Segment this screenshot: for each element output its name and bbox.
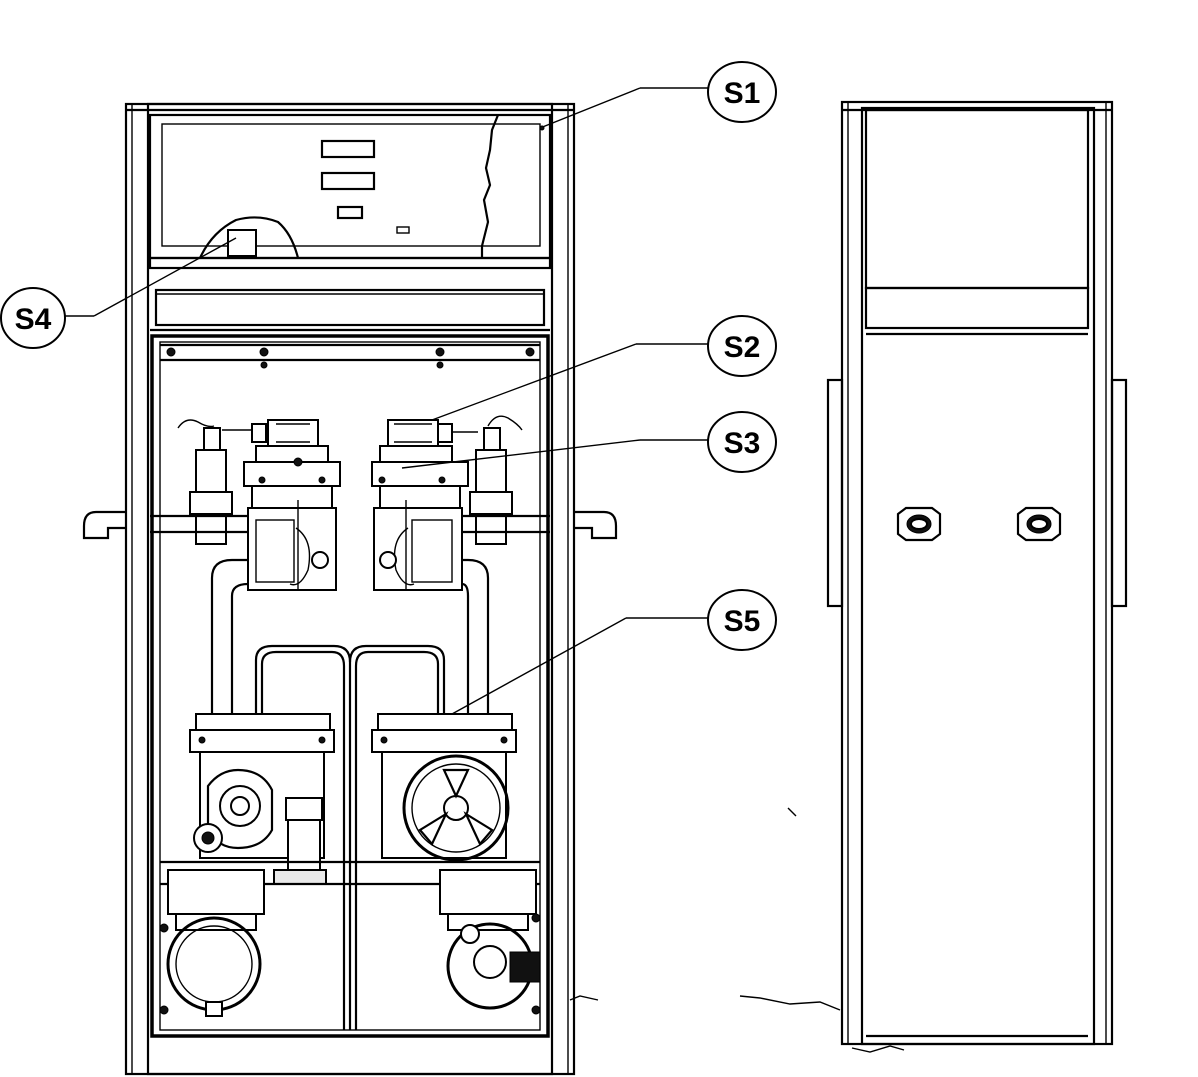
side-view: [826, 100, 1128, 1046]
callout-label-s3: S3: [724, 427, 761, 460]
right-meter-pump: [371, 713, 517, 862]
side-handle-cutout-left: [896, 506, 942, 542]
callout-label-s1: S1: [724, 77, 761, 110]
rail-bolts: [166, 347, 535, 369]
front-view: [82, 102, 618, 1076]
right-encoder: [371, 419, 478, 591]
callout-s2: S2: [431, 315, 777, 421]
callout-label-s2: S2: [724, 331, 761, 364]
right-motor: [439, 869, 541, 1015]
callout-s3: S3: [401, 411, 777, 473]
side-handle-cutout-right: [1016, 506, 1062, 542]
left-motor: [159, 869, 265, 1017]
right-solenoid-valve: [469, 415, 523, 545]
callout-s1: S1: [539, 61, 777, 131]
pipework: [210, 558, 490, 1030]
left-solenoid-valve: [177, 419, 233, 545]
callout-label-s4: S4: [15, 303, 52, 336]
callout-label-s5: S5: [724, 605, 761, 638]
callout-s4: S4: [0, 237, 237, 349]
display-panel: [148, 113, 552, 260]
left-encoder: [222, 419, 341, 591]
left-meter-pump: [189, 713, 335, 885]
callout-s5: S5: [451, 589, 777, 715]
